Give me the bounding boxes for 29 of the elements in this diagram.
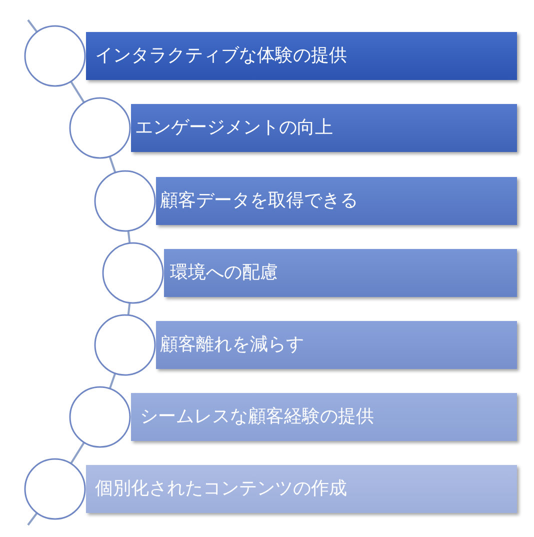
- circle-marker: [24, 458, 86, 520]
- connector-line: [127, 230, 131, 244]
- connector-line: [27, 512, 38, 526]
- item-text: シームレスな顧客経験の提供: [140, 405, 374, 429]
- item-text: 顧客データを取得できる: [160, 189, 358, 213]
- connector-line: [108, 156, 116, 173]
- connector-line: [70, 442, 85, 464]
- circle-marker: [24, 25, 86, 87]
- list-bar: [156, 321, 517, 369]
- list-bar: [164, 249, 517, 297]
- item-text: 顧客離れを減らす: [160, 333, 304, 357]
- circle-marker: [102, 242, 164, 304]
- circle-marker: [94, 314, 156, 376]
- connector-line: [27, 19, 38, 33]
- list-bar: [86, 32, 517, 80]
- list-bar: [156, 177, 517, 225]
- circle-marker: [69, 386, 131, 448]
- list-bar: [131, 393, 517, 441]
- item-text: エンゲージメントの向上: [135, 116, 333, 140]
- item-text: 環境への配慮: [170, 261, 278, 285]
- circle-marker: [69, 97, 131, 159]
- item-text: インタラクティブな体験の提供: [95, 44, 347, 68]
- circle-marker: [94, 170, 156, 232]
- connector-line: [70, 80, 85, 104]
- connector-line: [127, 302, 131, 316]
- item-text: 個別化されたコンテンツの作成: [95, 477, 347, 501]
- list-bar: [131, 104, 517, 152]
- connector-line: [108, 373, 116, 389]
- list-bar: [86, 465, 517, 513]
